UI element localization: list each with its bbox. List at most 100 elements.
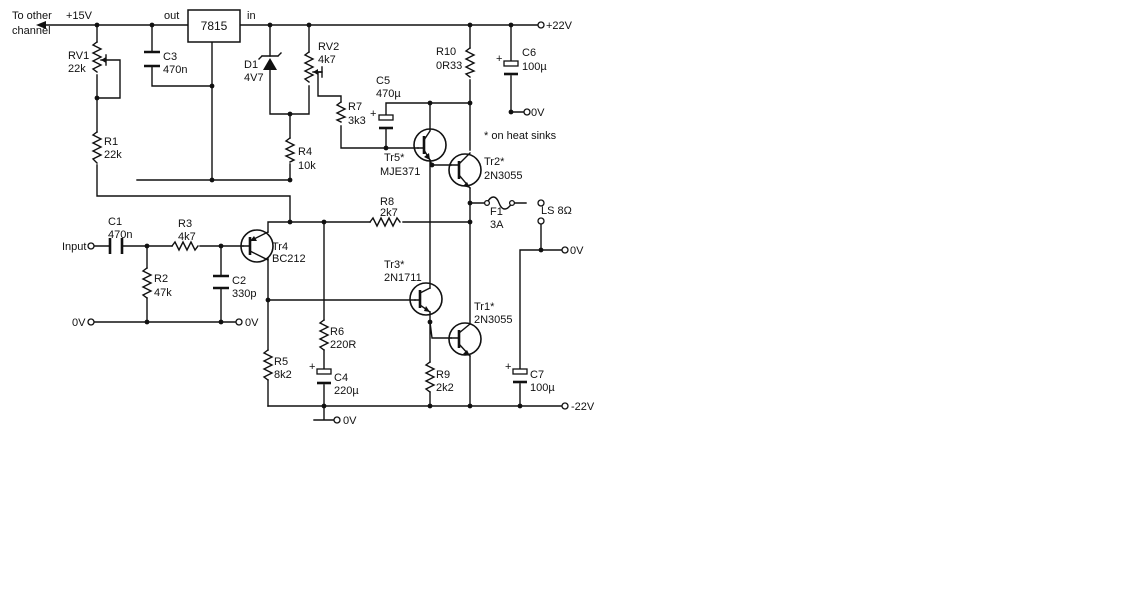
label-c5-val: 470µ <box>376 88 401 100</box>
label-c4-ref: C4 <box>334 372 348 384</box>
resistor-r10 <box>464 47 476 78</box>
label-plus22: +22V <box>546 20 573 32</box>
terminal-c4-0v <box>333 416 341 424</box>
label-to-other-2: channel <box>12 25 51 37</box>
label-tr2-ref: Tr2* <box>484 156 505 168</box>
label-r3-val: 4k7 <box>178 231 196 243</box>
terminal-input <box>87 242 95 250</box>
junction-dots <box>94 22 544 409</box>
label-c3-val: 470n <box>163 64 187 76</box>
label-tr3-part: 2N1711 <box>384 272 422 284</box>
zener-diode-d1 <box>258 52 282 70</box>
label-r1-val: 22k <box>104 149 122 161</box>
label-c6-plus: + <box>496 53 502 65</box>
label-r5-ref: R5 <box>274 356 288 368</box>
resistor-r1 <box>91 131 103 164</box>
label-r6-val: 220R <box>330 339 356 351</box>
terminal-ground-0v <box>235 318 243 326</box>
rv1-wiper-arrow-icon <box>101 57 106 63</box>
label-heatsink-note: * on heat sinks <box>484 130 557 142</box>
label-tr1-ref: Tr1* <box>474 301 495 313</box>
terminal-speaker-plus <box>537 199 545 207</box>
label-c1-ref: C1 <box>108 216 122 228</box>
label-c2-ref: C2 <box>232 275 246 287</box>
label-c1-val: 470n <box>108 229 132 241</box>
label-c6-val: 100µ <box>522 61 547 73</box>
label-d1-ref: D1 <box>244 59 258 71</box>
label-speaker-0v: 0V <box>570 245 584 257</box>
label-c7-val: 100µ <box>530 382 555 394</box>
label-tr5-ref: Tr5* <box>384 152 405 164</box>
label-rv2-ref: RV2 <box>318 41 339 53</box>
label-tr3-ref: Tr3* <box>384 259 405 271</box>
label-to-other-1: To other <box>12 10 52 22</box>
resistor-rv2 <box>303 51 315 83</box>
label-c4-val: 220µ <box>334 385 359 397</box>
terminal-input-0v <box>87 318 95 326</box>
resistors <box>91 41 476 393</box>
label-r4-val: 10k <box>298 160 316 172</box>
label-rv1-val: 22k <box>68 63 86 75</box>
terminal-speaker-0v <box>561 246 569 254</box>
label-tr2-part: 2N3055 <box>484 170 523 182</box>
resistor-rv1 <box>91 41 103 73</box>
resistor-r5 <box>262 349 274 381</box>
label-r5-val: 8k2 <box>274 369 292 381</box>
label-c5-plus: + <box>370 108 376 120</box>
label-r8-val: 2k7 <box>380 207 398 219</box>
label-r2-val: 47k <box>154 287 172 299</box>
label-c7-plus: + <box>505 361 511 373</box>
label-c5-ref: C5 <box>376 75 390 87</box>
fuse-f1 <box>486 196 513 210</box>
label-tr4-ref: Tr4 <box>272 241 288 253</box>
label-c7-ref: C7 <box>530 369 544 381</box>
resistor-r9 <box>424 361 436 393</box>
label-c2-val: 330p <box>232 288 256 300</box>
label-ground-0v: 0V <box>245 317 259 329</box>
label-r4-ref: R4 <box>298 146 312 158</box>
capacitor-c7-plate <box>512 368 528 375</box>
label-c6-0v: 0V <box>531 107 545 119</box>
capacitor-c4-plate <box>316 368 332 375</box>
terminal-minus22 <box>561 402 569 410</box>
capacitor-c6-plate <box>503 60 519 67</box>
resistor-r6 <box>318 319 330 351</box>
label-tr1-part: 2N3055 <box>474 314 513 326</box>
resistor-r7 <box>335 101 347 123</box>
arrow-left-icon <box>36 21 46 29</box>
resistor-r3 <box>171 240 199 252</box>
resistor-r8 <box>369 216 401 228</box>
label-input-0v: 0V <box>72 317 86 329</box>
capacitor-c5-plate <box>378 114 394 121</box>
label-plus15: +15V <box>66 10 93 22</box>
terminal-speaker-minus <box>537 217 545 225</box>
label-reg-part: 7815 <box>201 19 228 33</box>
label-input: Input <box>62 241 86 253</box>
capacitor-c3 <box>144 50 160 68</box>
label-r10-val: 0R33 <box>436 60 462 72</box>
capacitor-c2 <box>213 274 229 290</box>
transistor-tr3 <box>409 282 443 316</box>
label-r9-val: 2k2 <box>436 382 454 394</box>
label-r7-ref: R7 <box>348 101 362 113</box>
label-rv1-ref: RV1 <box>68 50 89 62</box>
capacitors <box>108 50 528 385</box>
regulator-7815-box <box>187 9 241 43</box>
label-r6-ref: R6 <box>330 326 344 338</box>
label-f1-ref: F1 <box>490 206 503 218</box>
label-c3-ref: C3 <box>163 51 177 63</box>
resistor-r4 <box>284 137 296 163</box>
label-r10-ref: R10 <box>436 46 456 58</box>
label-r3-ref: R3 <box>178 218 192 230</box>
rv2-wiper-arrow-icon <box>313 69 318 75</box>
label-tr4-part: BC212 <box>272 253 306 265</box>
label-r9-ref: R9 <box>436 369 450 381</box>
resistor-r2 <box>141 267 153 299</box>
label-r7-val: 3k3 <box>348 115 366 127</box>
label-reg-in: in <box>247 10 256 22</box>
label-r8-ref: R8 <box>380 196 394 208</box>
label-f1-val: 3A <box>490 219 504 231</box>
terminal-c6-0v <box>523 108 531 116</box>
label-c4-plus: + <box>309 361 315 373</box>
